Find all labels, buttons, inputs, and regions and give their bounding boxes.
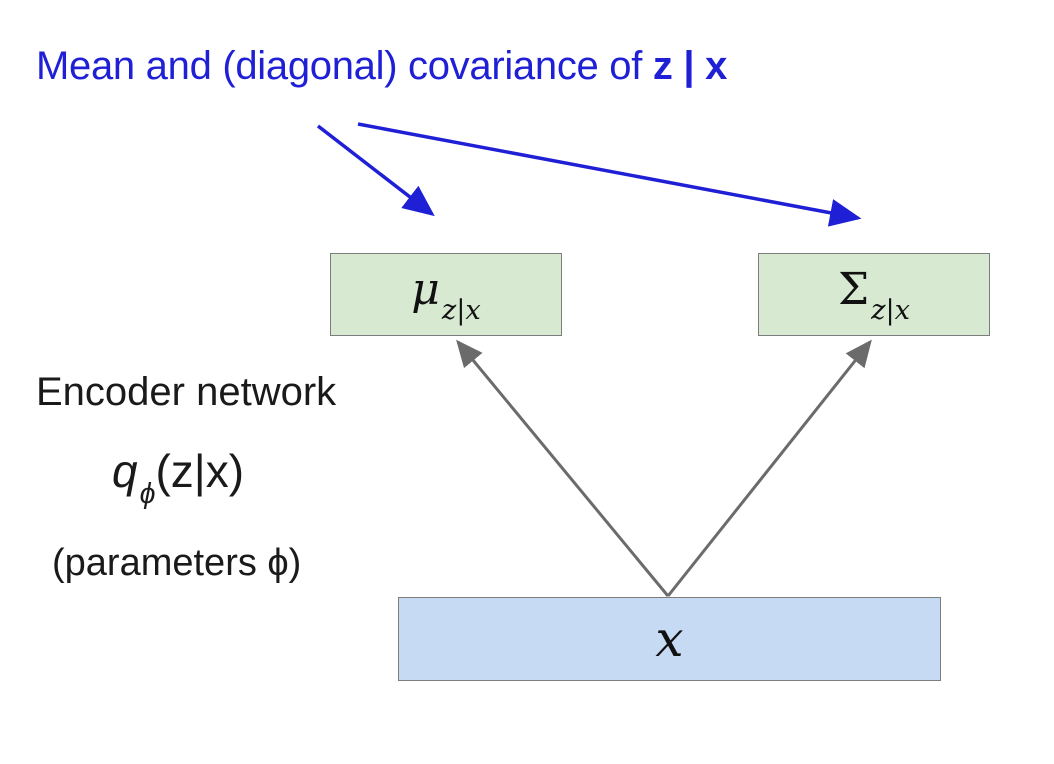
mean-symbol-letter: μ — [411, 263, 440, 315]
annotation-arrow-to-covariance — [357, 122, 862, 227]
heading-bold-text: z | x — [652, 44, 728, 88]
annotation-arrow-to-mean — [316, 124, 435, 217]
formula-q: q — [112, 445, 138, 497]
input-symbol: x — [655, 610, 684, 668]
encoder-title: Encoder network — [36, 370, 337, 414]
formula-phi: ϕ — [139, 477, 156, 510]
heading-text: Mean and (diagonal) covariance of — [36, 44, 653, 88]
covariance-symbol: Σz|x — [838, 264, 910, 326]
diagram-heading: Mean and (diagonal) covariance of z | x — [36, 44, 727, 89]
formula-args: (z|x) — [155, 445, 245, 497]
covariance-subscript: z|x — [871, 294, 911, 326]
mean-symbol: μz|x — [411, 264, 481, 326]
network-arrow-to-covariance — [666, 339, 872, 597]
network-arrow-to-mean — [456, 339, 670, 597]
encoder-formula: qϕ(z|x) — [112, 444, 244, 511]
encoder-params: (parameters ϕ) — [52, 542, 302, 584]
covariance-symbol-letter: Σ — [837, 263, 870, 315]
mean-subscript: z|x — [441, 294, 481, 326]
covariance-output-box: Σz|x — [758, 253, 990, 336]
mean-output-box: μz|x — [330, 253, 562, 336]
input-box: x — [398, 597, 941, 681]
